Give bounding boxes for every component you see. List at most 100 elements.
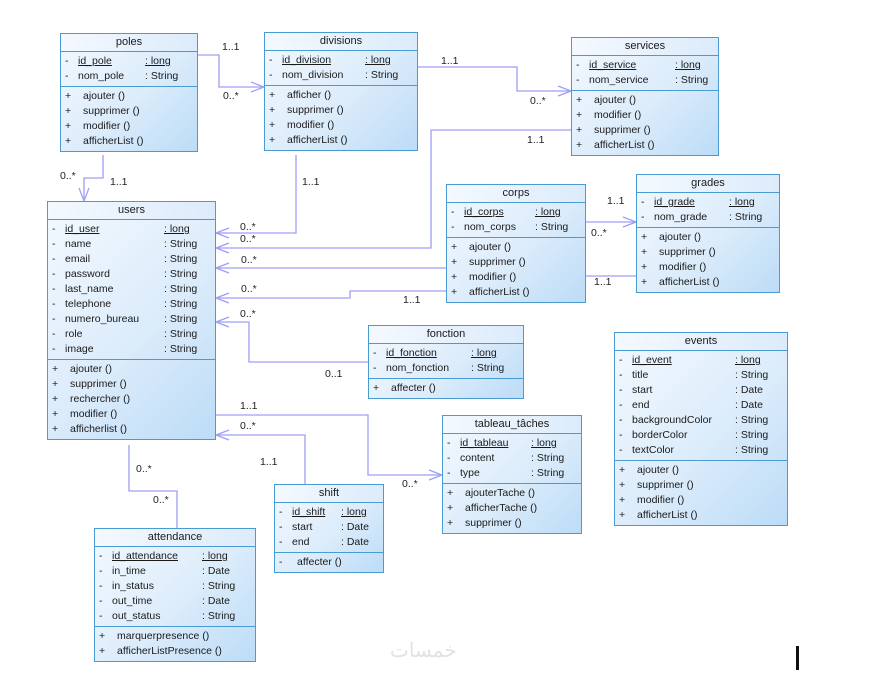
visibility-marker: + <box>373 382 380 394</box>
class-name: fonction <box>369 326 523 344</box>
mult-fonction-users-src: 0..1 <box>325 368 343 380</box>
operations-section: +ajouter ()+supprimer ()+modifier ()+aff… <box>637 227 779 292</box>
attributes-section: -id_user: long-name: String-email: Strin… <box>48 220 215 359</box>
class-poles[interactable]: poles-id_pole: long-nom_pole: String+ajo… <box>60 33 198 152</box>
attribute-name: id_shift <box>292 506 326 518</box>
visibility-marker: - <box>619 369 623 381</box>
visibility-marker: + <box>99 645 106 657</box>
class-fonction[interactable]: fonction-id_fonction: long-nom_fonction:… <box>368 325 524 399</box>
attribute-name: id_grade <box>654 196 695 208</box>
attributes-section: -id_tableau: long-content: String-type: … <box>443 434 581 483</box>
attribute-type: : String <box>164 343 198 355</box>
attribute-type: : long <box>164 223 190 235</box>
attribute-name: nom_division <box>282 69 344 81</box>
class-name: tableau_tâches <box>443 416 581 434</box>
operations-section: +ajouterTache ()+afficherTache ()+suppri… <box>443 483 581 533</box>
class-shift[interactable]: shift-id_shift: long-start: Date-end: Da… <box>274 484 384 573</box>
operation-name: ajouter () <box>594 94 637 106</box>
operation: + modifier () <box>572 108 718 123</box>
primary-key-attribute: -id_pole: long <box>61 54 197 69</box>
attribute-type: : String <box>675 74 709 86</box>
operation-name: ajouter () <box>659 231 702 243</box>
operation: +supprimer () <box>615 478 787 493</box>
operation-name: ajouter () <box>637 464 680 476</box>
operation: +afficherList () <box>61 134 197 149</box>
visibility-marker: + <box>576 109 583 121</box>
assoc-fonction-users-arrowhead <box>214 316 230 328</box>
visibility-marker: + <box>619 479 626 491</box>
operation-name: supprimer () <box>469 256 526 268</box>
assoc-fonction-users <box>216 321 368 363</box>
operation-name: afficherList () <box>287 134 348 146</box>
attribute-name: content <box>460 452 495 464</box>
visibility-marker: - <box>279 536 283 548</box>
attributes-section: -id_fonction: long-nom_fonction: String <box>369 344 523 378</box>
attribute-name: id_pole <box>78 55 112 67</box>
class-corps[interactable]: corps-id_corps: long-nom_corps: String+a… <box>446 184 586 303</box>
operation: + affecter () <box>369 381 523 396</box>
class-tableau-taches[interactable]: tableau_tâches -id_tableau: long-content:… <box>442 415 582 534</box>
operations-section: +ajouter ()+supprimer ()+modifier ()+aff… <box>447 237 585 302</box>
attributes-section: -id_grade: long-nom_grade: String <box>637 193 779 227</box>
operation-name: supprimer () <box>594 124 651 136</box>
operations-section: +ajouter ()+supprimer ()+modifier ()+aff… <box>61 86 197 151</box>
attribute-type: : long <box>531 437 557 449</box>
attributes-section: -id_service: long-nom_service: String <box>572 56 718 90</box>
attribute-name: role <box>65 328 83 340</box>
attribute: -numero_bureau: String <box>48 312 215 327</box>
operation-name: affecter () <box>297 556 342 568</box>
attribute-name: end <box>292 536 310 548</box>
attribute-name: nom_grade <box>654 211 708 223</box>
operation-name: afficher () <box>287 89 332 101</box>
attribute-name: nom_pole <box>78 70 125 82</box>
visibility-marker: - <box>65 55 69 67</box>
visibility-marker: - <box>451 221 455 233</box>
class-users[interactable]: users-id_user: long-name: String-email: … <box>47 201 216 440</box>
attribute-name: id_fonction <box>386 347 437 359</box>
visibility-marker: + <box>576 94 583 106</box>
attribute-type: : String <box>531 467 565 479</box>
visibility-marker: + <box>65 120 72 132</box>
operations-section: +marquerpresence ()+afficherListPresence… <box>95 626 255 661</box>
operation: +afficherList () <box>615 508 787 523</box>
attribute-type: : long <box>341 506 367 518</box>
attribute-type: : String <box>164 298 198 310</box>
operation-name: modifier () <box>594 109 642 121</box>
attribute-name: start <box>632 384 653 396</box>
operation: +modifier () <box>265 118 417 133</box>
visibility-marker: - <box>65 70 69 82</box>
visibility-marker: + <box>52 363 59 375</box>
class-grades[interactable]: grades-id_grade: long-nom_grade: String+… <box>636 174 780 293</box>
primary-key-attribute: -id_tableau: long <box>443 436 581 451</box>
attribute-name: start <box>292 521 313 533</box>
assoc-corps-users-a-arrowhead <box>214 262 230 274</box>
class-divisions[interactable]: divisions-id_division: long-nom_division… <box>264 32 418 151</box>
attribute-type: : String <box>735 369 769 381</box>
text-cursor <box>796 646 799 670</box>
operation-name: affecter () <box>391 382 436 394</box>
class-services[interactable]: services-id_service: long-nom_service: S… <box>571 37 719 156</box>
primary-key-attribute: -id_fonction: long <box>369 346 523 361</box>
mult-shift-users-src: 1..1 <box>260 456 278 468</box>
attribute-name: email <box>65 253 91 265</box>
class-attendance[interactable]: attendance-id_attendance: long-in_time: … <box>94 528 256 662</box>
attribute-type: : String <box>145 70 179 82</box>
attribute-name: name <box>65 238 92 250</box>
mult-divisions-users-src: 1..1 <box>302 176 320 188</box>
class-events[interactable]: events-id_event: long-title: String-star… <box>614 332 788 526</box>
operation: +modifier () <box>637 260 779 275</box>
mult-poles-users-src: 1..1 <box>110 176 128 188</box>
primary-key-attribute: -id_shift: long <box>275 505 383 520</box>
visibility-marker: - <box>269 69 273 81</box>
class-name: users <box>48 202 215 220</box>
visibility-marker: - <box>447 452 451 464</box>
visibility-marker: - <box>641 211 645 223</box>
operation-name: marquerpresence () <box>117 630 210 642</box>
operation-name: afficherList () <box>469 286 530 298</box>
assoc-divisions-users <box>216 155 297 234</box>
attribute-type: : String <box>164 313 198 325</box>
visibility-marker: - <box>576 74 580 86</box>
visibility-marker: + <box>576 139 583 151</box>
attribute: -nom_grade: String <box>637 210 779 225</box>
visibility-marker: + <box>619 494 626 506</box>
